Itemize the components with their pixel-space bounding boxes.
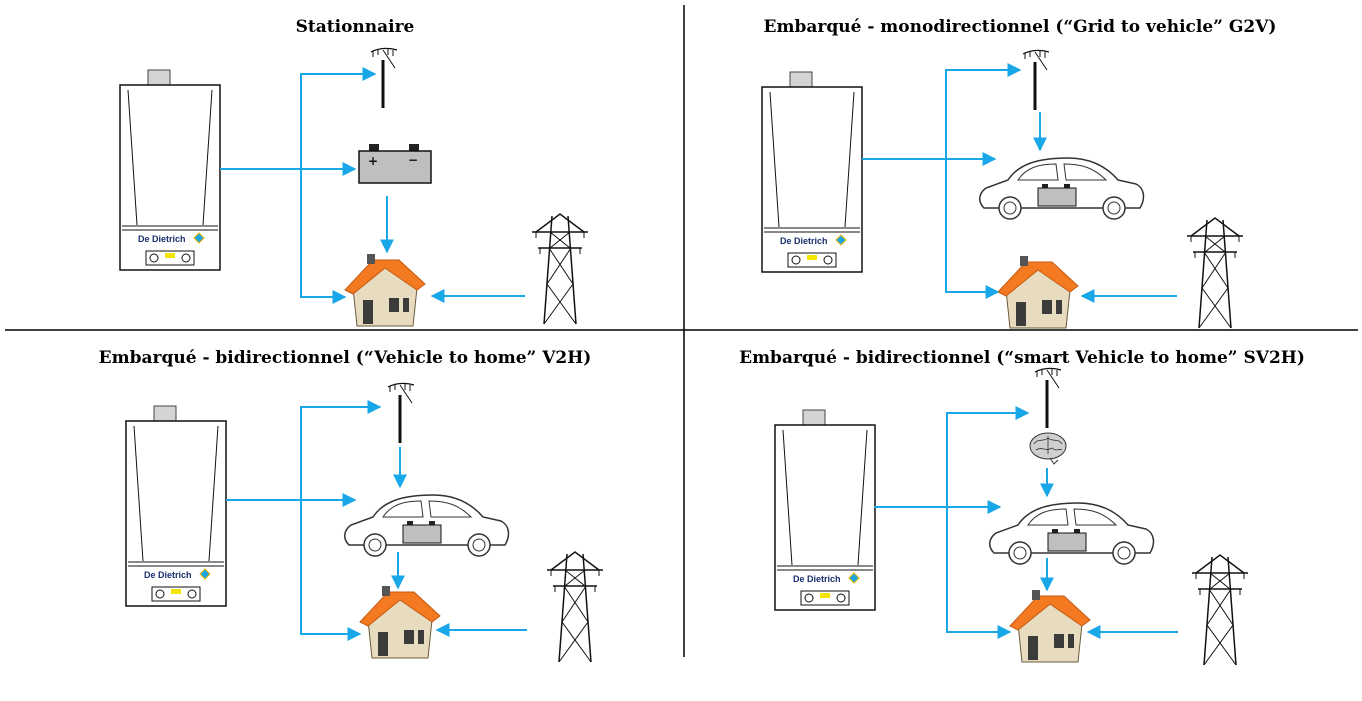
car-icon xyxy=(343,494,510,557)
pylon-icon xyxy=(546,551,604,663)
house-icon xyxy=(359,585,441,659)
pylon-icon xyxy=(1191,554,1249,666)
panel-stationnaire: Stationnaire xyxy=(119,17,589,327)
utility-pole-icon xyxy=(1033,366,1063,430)
utility-pole-icon xyxy=(386,381,416,445)
pylon-icon xyxy=(1186,217,1244,329)
car-icon xyxy=(988,502,1155,565)
panel-title-g2v: Embarqué - monodirectionnel (“Grid to ve… xyxy=(764,17,1277,37)
boiler-icon xyxy=(125,405,227,607)
flow-arrows xyxy=(226,400,527,641)
flow-arrows xyxy=(220,67,525,304)
panel-sv2h: Embarqué - bidirectionnel (“smart Vehicl… xyxy=(739,348,1305,666)
panel-v2h: Embarqué - bidirectionnel (“Vehicle to h… xyxy=(99,348,604,663)
panel-title-stationnaire: Stationnaire xyxy=(296,17,415,37)
utility-pole-icon xyxy=(1021,48,1051,112)
boiler-icon xyxy=(119,69,221,271)
house-icon xyxy=(1009,589,1091,663)
car-icon xyxy=(978,157,1145,220)
panel-title-sv2h: Embarqué - bidirectionnel (“smart Vehicl… xyxy=(739,348,1305,368)
battery-icon xyxy=(358,143,432,184)
house-icon xyxy=(997,255,1079,329)
flow-arrows xyxy=(862,63,1177,303)
panel-title-v2h: Embarqué - bidirectionnel (“Vehicle to h… xyxy=(99,348,592,368)
utility-pole-icon xyxy=(369,46,399,110)
flow-arrows xyxy=(874,406,1178,639)
brain-icon xyxy=(1029,432,1067,465)
pylon-icon xyxy=(531,213,589,325)
panel-g2v: Embarqué - monodirectionnel (“Grid to ve… xyxy=(761,17,1277,329)
boiler-icon xyxy=(761,71,863,273)
boiler-icon xyxy=(774,409,876,611)
house-icon xyxy=(344,253,426,327)
